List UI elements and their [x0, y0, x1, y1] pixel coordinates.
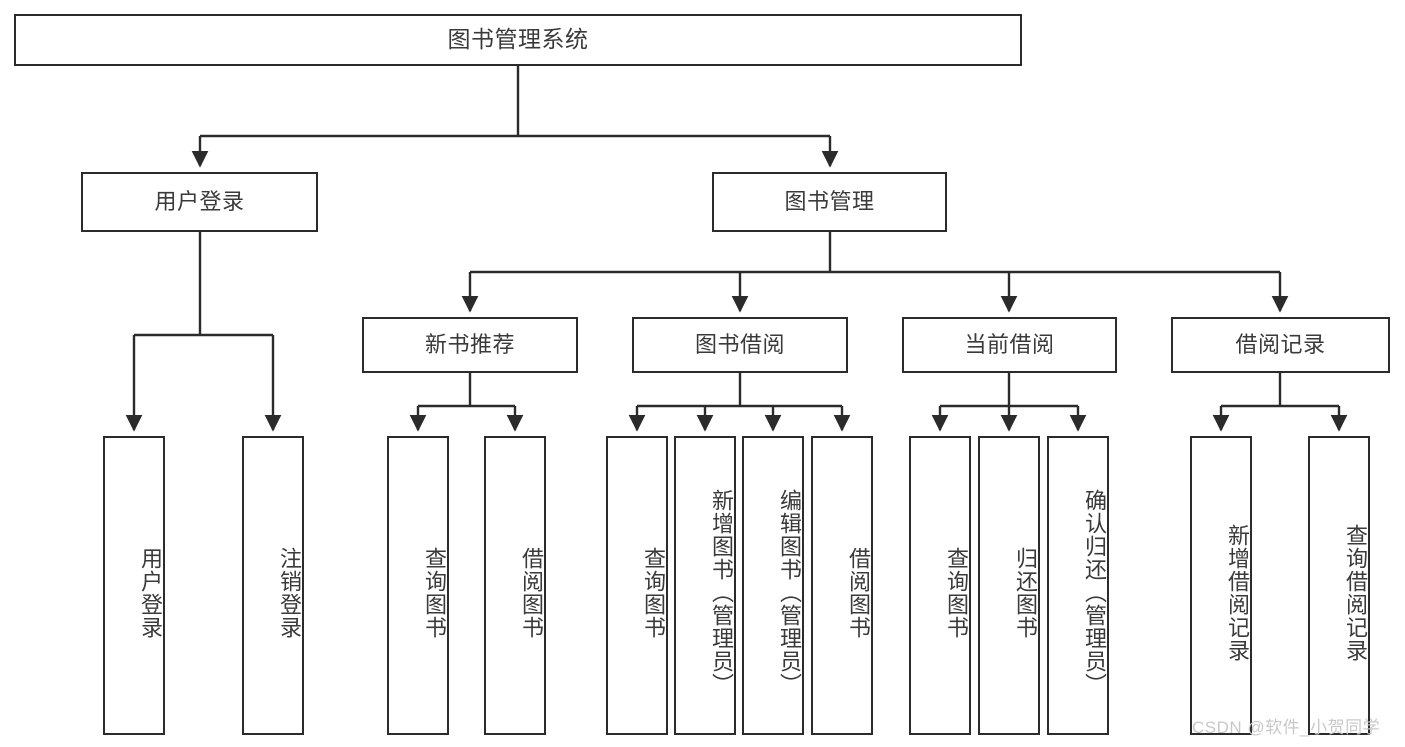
leaf-confirm-return[interactable]: 确认归还（管理员）: [1047, 436, 1109, 735]
leaf-add-record[interactable]: 新增借阅记录: [1190, 436, 1252, 735]
leaf-query-book-1[interactable]: 查询图书: [387, 436, 449, 735]
leaf-user-login[interactable]: 用户登录: [103, 436, 165, 735]
leaf-borrow-book-2[interactable]: 借阅图书: [811, 436, 873, 735]
node-root[interactable]: 图书管理系统: [14, 14, 1022, 66]
leaf-add-book[interactable]: 新增图书（管理员）: [674, 436, 736, 735]
leaf-borrow-book-1[interactable]: 借阅图书: [484, 436, 546, 735]
leaf-query-book-2[interactable]: 查询图书: [606, 436, 668, 735]
leaf-logout-login[interactable]: 注销登录: [242, 436, 304, 735]
node-borrow-record[interactable]: 借阅记录: [1171, 317, 1390, 373]
csdn-watermark: CSDN @软件_小贺同学: [1192, 718, 1381, 737]
leaf-query-book-3[interactable]: 查询图书: [909, 436, 971, 735]
node-user-login[interactable]: 用户登录: [81, 172, 318, 232]
node-current-borrow[interactable]: 当前借阅: [902, 317, 1117, 373]
node-new-book-recommend[interactable]: 新书推荐: [362, 317, 578, 373]
node-book-borrow[interactable]: 图书借阅: [632, 317, 848, 373]
node-book-management[interactable]: 图书管理: [712, 172, 947, 232]
leaf-return-book[interactable]: 归还图书: [978, 436, 1040, 735]
leaf-query-record[interactable]: 查询借阅记录: [1308, 436, 1370, 735]
leaf-edit-book[interactable]: 编辑图书（管理员）: [742, 436, 804, 735]
